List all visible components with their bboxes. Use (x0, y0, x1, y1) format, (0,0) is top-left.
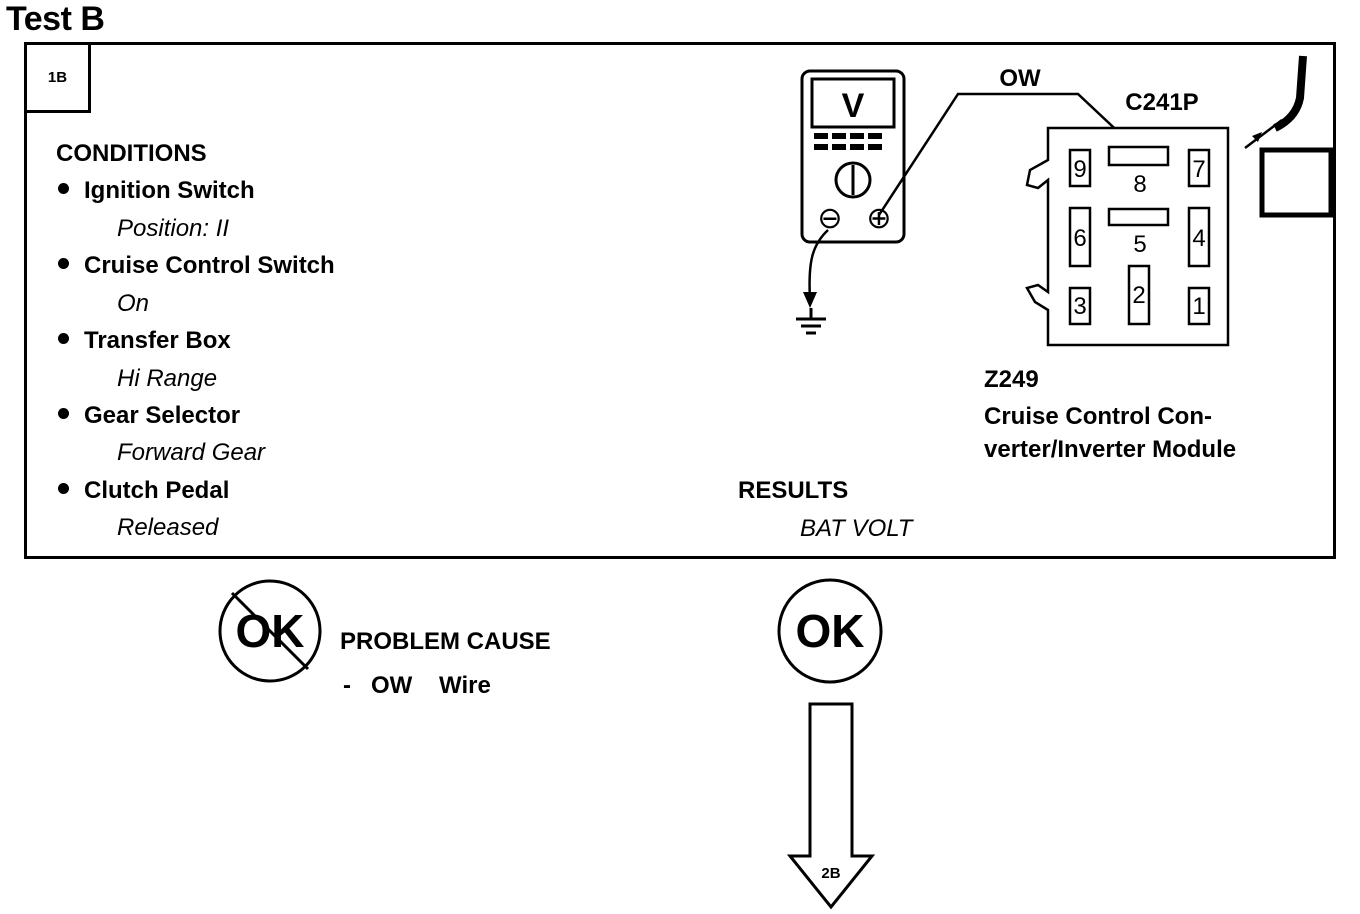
step-id-box: 1B (24, 42, 91, 113)
condition-transfer-box: Transfer Box (58, 327, 231, 355)
pin-label: 6 (1073, 225, 1086, 252)
mating-plug-icon (1244, 55, 1334, 218)
pin-label: 5 (1133, 231, 1146, 258)
bullet-icon (58, 408, 69, 420)
results-heading: RESULTS (738, 477, 849, 504)
connector-c241p: 9 8 7 6 5 4 3 2 1 (1025, 126, 1230, 347)
condition-label: Cruise Control Switch (84, 252, 335, 279)
problem-cause-item: - OW Wire (343, 672, 491, 700)
multimeter-icon: V ⊖ ⊕ (800, 69, 906, 244)
condition-value: Forward Gear (117, 439, 266, 466)
cause-wire: OW (371, 672, 413, 699)
component-name: Cruise Control Con- verter/Inverter Modu… (984, 400, 1304, 466)
bullet-icon (58, 258, 69, 270)
meter-display: V (842, 87, 865, 125)
condition-ignition-switch: Ignition Switch (58, 177, 255, 205)
conditions-heading: CONDITIONS (56, 140, 207, 167)
pin-label: 7 (1192, 156, 1205, 183)
problem-cause-heading: PROBLEM CAUSE (340, 628, 551, 655)
meter-negative-terminal: ⊖ (817, 201, 842, 236)
component-name-line2: verter/Inverter Module (984, 436, 1237, 463)
condition-cruise-control-switch: Cruise Control Switch (58, 252, 335, 280)
cause-dash: - (343, 672, 351, 699)
condition-value: Hi Range (117, 365, 218, 392)
page-title: Test B (6, 0, 105, 38)
bullet-icon (58, 183, 69, 195)
condition-clutch-pedal: Clutch Pedal (58, 477, 229, 505)
connector-id: C241P (1125, 89, 1198, 116)
lead-arrow-icon (803, 292, 817, 308)
not-ok-symbol: OK (218, 579, 322, 683)
pin-label: 4 (1192, 225, 1205, 252)
test-panel (24, 42, 1336, 559)
component-name-line1: Cruise Control Con- (984, 403, 1212, 430)
results-value: BAT VOLT (800, 515, 913, 542)
condition-label: Transfer Box (84, 327, 231, 354)
pin-label: 1 (1192, 293, 1205, 320)
meter-positive-terminal: ⊕ (866, 201, 891, 236)
ok-text: OK (796, 605, 865, 657)
component-id: Z249 (984, 366, 1039, 393)
condition-label: Gear Selector (84, 402, 241, 429)
ok-symbol: OK (777, 578, 883, 684)
cause-text: Wire (439, 672, 491, 699)
ow-wire-lead (877, 92, 1128, 216)
wire-label: OW (999, 65, 1041, 92)
ground-lead (808, 229, 829, 301)
next-step-arrow[interactable]: 2B (786, 702, 876, 910)
condition-gear-selector: Gear Selector (58, 402, 240, 430)
ground-icon (796, 308, 826, 335)
pin-label: 3 (1073, 293, 1086, 320)
pin-label: 8 (1133, 171, 1146, 198)
pin-label: 2 (1132, 282, 1145, 309)
condition-value: Position: II (117, 215, 230, 242)
condition-label: Clutch Pedal (84, 477, 230, 504)
bullet-icon (58, 483, 69, 495)
bullet-icon (58, 333, 69, 345)
pin-label: 9 (1073, 156, 1086, 183)
condition-value: Released (117, 514, 219, 541)
next-step-label: 2B (821, 865, 840, 882)
condition-label: Ignition Switch (84, 177, 255, 204)
condition-value: On (117, 290, 150, 317)
